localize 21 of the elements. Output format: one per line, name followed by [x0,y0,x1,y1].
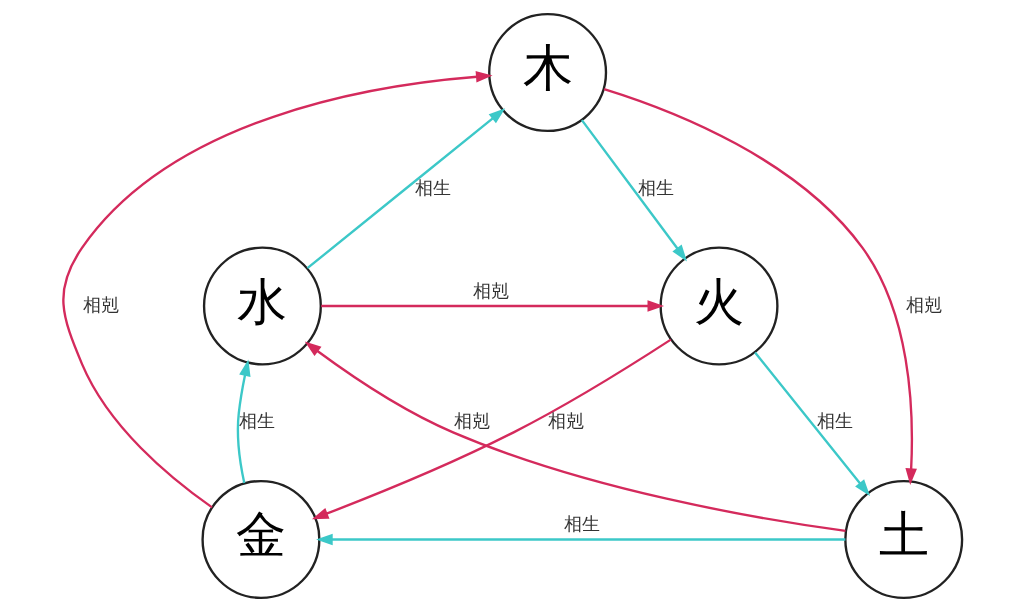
arrow [580,119,687,262]
arrow [311,338,671,520]
edge-label: 相生 [238,411,275,432]
edge-label: 相生 [816,411,853,432]
arrow [753,351,870,496]
edge-label: 相剋 [453,411,490,432]
edge-label: 相生 [637,177,674,198]
arrow [61,71,493,509]
arrow [304,341,846,533]
arrow [603,87,917,485]
edge-label: 相生 [414,177,451,198]
edge-label: 相剋 [472,280,509,301]
arrow [236,359,251,484]
edge-label: 相剋 [547,411,584,432]
arrow [320,300,664,312]
node-circle: 金 [200,479,320,599]
edge-label: 相剋 [82,294,119,315]
edge-label: 相剋 [905,294,942,315]
arrow [315,533,845,546]
arrow [306,108,505,270]
edge-label: 相生 [563,514,600,535]
